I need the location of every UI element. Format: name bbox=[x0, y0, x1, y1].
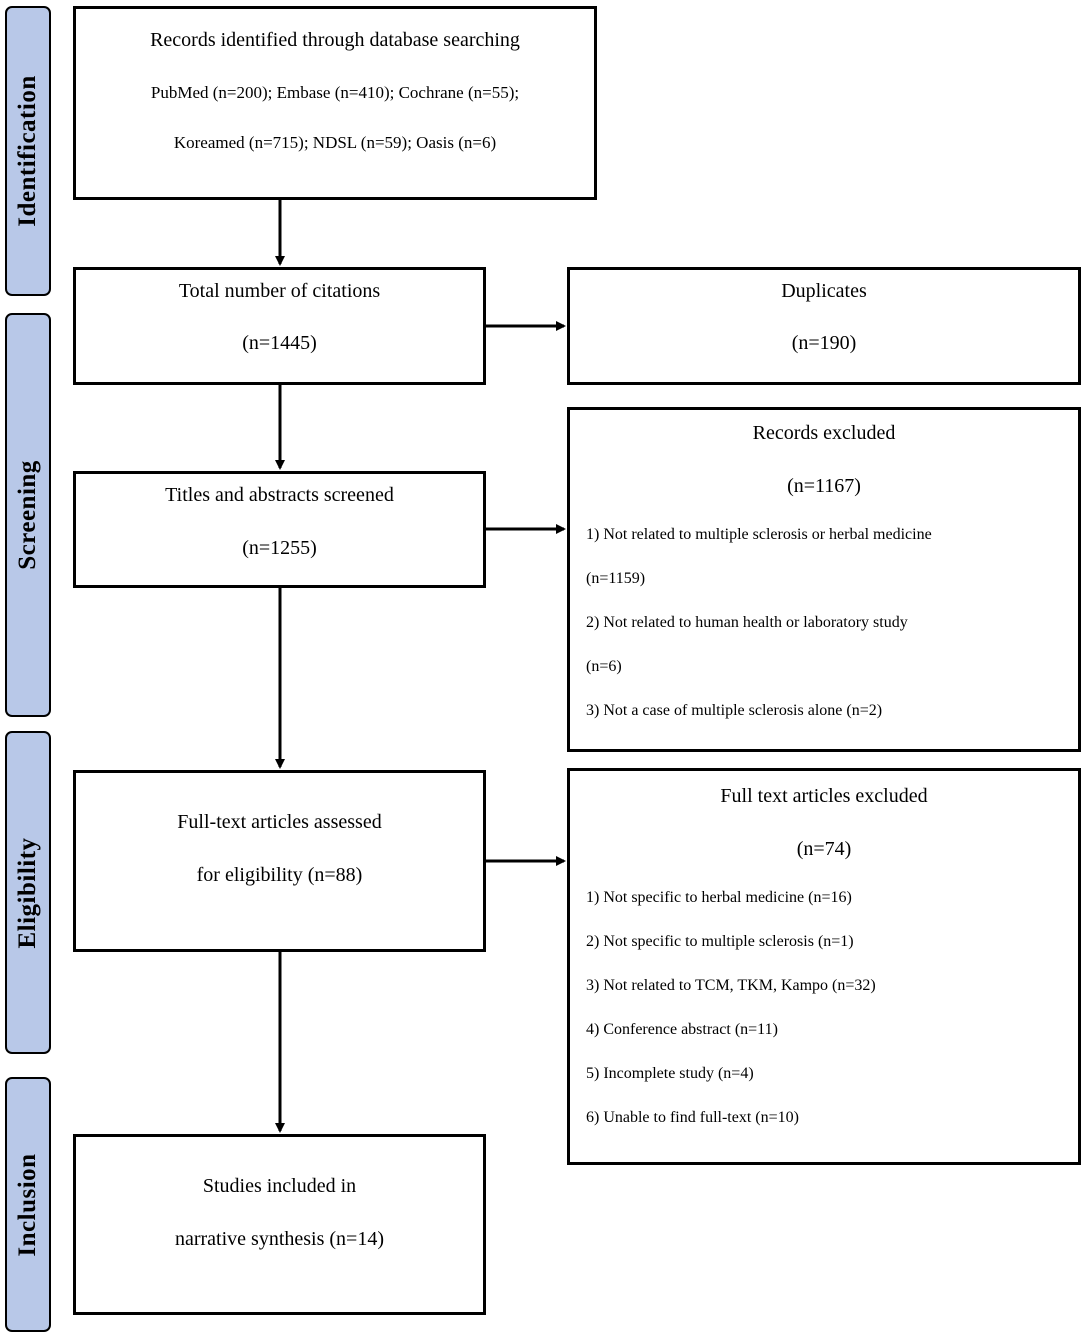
records-excluded-title: Records excluded bbox=[752, 422, 896, 444]
studies-included-box: Studies included in narrative synthesis … bbox=[73, 1134, 486, 1315]
fulltext-excluded-item: 1) Not specific to herbal medicine (n=16… bbox=[586, 889, 852, 906]
duplicates-title: Duplicates bbox=[781, 280, 867, 302]
total-citations-title: Total number of citations bbox=[178, 280, 381, 302]
records-identified-line2: Koreamed (n=715); NDSL (n=59); Oasis (n=… bbox=[173, 133, 497, 152]
fulltext-excluded-box: Full text articles excluded (n=74) 1) No… bbox=[567, 768, 1081, 1165]
stage-identification: Identification bbox=[5, 6, 51, 296]
records-excluded-item: 1) Not related to multiple sclerosis or … bbox=[586, 526, 932, 543]
total-citations-box: Total number of citations (n=1445) bbox=[73, 267, 486, 385]
records-identified-box: Records identified through database sear… bbox=[73, 6, 597, 200]
studies-included-line1: Studies included in bbox=[202, 1175, 357, 1197]
fulltext-assessed-line2: for eligibility (n=88) bbox=[196, 864, 363, 886]
total-citations-count: (n=1445) bbox=[242, 332, 317, 354]
records-identified-title: Records identified through database sear… bbox=[150, 29, 520, 51]
fulltext-excluded-item: 2) Not specific to multiple sclerosis (n… bbox=[586, 933, 854, 950]
records-excluded-item: 3) Not a case of multiple sclerosis alon… bbox=[586, 702, 883, 719]
stage-inclusion: Inclusion bbox=[5, 1077, 51, 1332]
fulltext-excluded-item: 5) Incomplete study (n=4) bbox=[586, 1065, 754, 1082]
records-excluded-count: (n=1167) bbox=[787, 475, 861, 497]
fulltext-assessed-line1: Full-text articles assessed bbox=[177, 811, 382, 833]
fulltext-excluded-item: 4) Conference abstract (n=11) bbox=[586, 1021, 778, 1038]
titles-screened-count: (n=1255) bbox=[242, 537, 317, 559]
fulltext-excluded-item: 6) Unable to find full-text (n=10) bbox=[586, 1109, 799, 1126]
fulltext-excluded-title: Full text articles excluded bbox=[720, 785, 928, 807]
duplicates-count: (n=190) bbox=[791, 332, 857, 354]
records-excluded-item: (n=1159) bbox=[586, 570, 646, 587]
records-identified-line1: PubMed (n=200); Embase (n=410); Cochrane… bbox=[150, 83, 520, 102]
stage-eligibility: Eligibility bbox=[5, 731, 51, 1054]
fulltext-excluded-count: (n=74) bbox=[796, 838, 852, 860]
fulltext-assessed-box: Full-text articles assessed for eligibil… bbox=[73, 770, 486, 952]
studies-included-line2: narrative synthesis (n=14) bbox=[174, 1228, 384, 1250]
titles-screened-box: Titles and abstracts screened (n=1255) bbox=[73, 471, 486, 588]
titles-screened-title: Titles and abstracts screened bbox=[165, 484, 394, 506]
records-excluded-item: (n=6) bbox=[586, 658, 622, 675]
records-excluded-box: Records excluded (n=1167) 1) Not related… bbox=[567, 407, 1081, 752]
duplicates-box: Duplicates (n=190) bbox=[567, 267, 1081, 385]
records-excluded-item: 2) Not related to human health or labora… bbox=[586, 614, 908, 631]
stage-screening: Screening bbox=[5, 313, 51, 717]
fulltext-excluded-item: 3) Not related to TCM, TKM, Kampo (n=32) bbox=[586, 977, 876, 994]
